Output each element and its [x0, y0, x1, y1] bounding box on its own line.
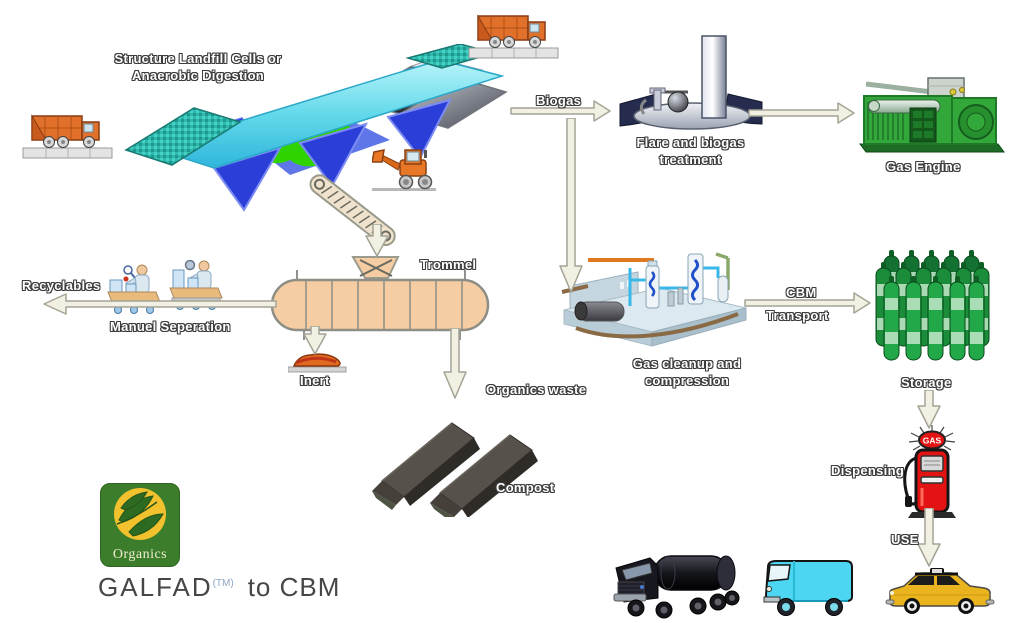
footer-brand: GALFAD	[98, 572, 213, 602]
manual-separation-label: Manuel Seperation	[110, 319, 231, 334]
use-arrow	[917, 508, 941, 567]
structure-label: Structure Landfill Cells or Anaerobic Di…	[103, 50, 293, 84]
organics-waste-arrow	[443, 328, 467, 399]
garbage-truck-icon	[468, 14, 559, 59]
biogas-label: Biogas	[536, 93, 582, 108]
organics-logo: Organics	[100, 483, 180, 567]
gas-engine-label: Gas Engine	[886, 159, 961, 174]
organics-waste-label: Organics waste	[486, 382, 587, 397]
storage-to-dispensing-arrow	[917, 390, 941, 429]
organics-leaf-icon	[114, 488, 166, 540]
gas-cleanup-label-line1: Gas cleanup and	[632, 356, 742, 371]
flare-label-line1: Flare and biogas	[636, 135, 745, 150]
structure-label-line2: Anaerobic Digestion	[131, 68, 265, 83]
inert-pile-icon	[288, 353, 347, 373]
trommel-label: Trommel	[420, 257, 477, 272]
storage-label: Storage	[901, 375, 952, 390]
landfill-structure-icon	[124, 44, 508, 212]
use-label: USE	[891, 532, 919, 547]
compost-label: Compost	[496, 480, 555, 495]
gas-pump-icon: GAS	[903, 425, 956, 518]
footer-title: GALFAD(TM) to CBM	[98, 572, 340, 603]
gas-engine-icon	[859, 77, 1005, 153]
organics-logo-text: Organics	[112, 547, 168, 562]
gas-pump-sign-text: GAS	[923, 436, 942, 446]
van-icon	[763, 560, 853, 616]
inert-label: Inert	[300, 373, 330, 388]
cbm-label: CBM	[786, 285, 817, 300]
flare-to-engine-arrow	[748, 102, 855, 124]
feed-to-hopper-arrow	[365, 224, 389, 257]
flare-label: Flare and biogas treatment	[618, 134, 763, 168]
flare-label-line2: treatment	[659, 152, 722, 167]
sorting-station-icon	[107, 264, 161, 314]
garbage-truck-icon	[22, 114, 113, 159]
gas-cleanup-label-line2: compression	[644, 373, 730, 388]
tanker-truck-icon	[613, 555, 740, 619]
transport-label: Transport	[766, 308, 829, 323]
trommel-icon	[270, 256, 490, 340]
compost-piles-icon	[372, 422, 538, 517]
gas-cylinders-icon	[875, 250, 990, 361]
gas-cleanup-label: Gas cleanup and compression	[612, 355, 762, 389]
cbm-transport-arrow	[744, 292, 871, 314]
biogas-arrow	[510, 100, 611, 122]
footer-tm: (TM)	[212, 578, 234, 589]
dispensing-label: Dispensing	[831, 463, 905, 478]
recyclables-label: Recyclables	[22, 278, 101, 293]
footer-suffix: to CBM	[247, 572, 341, 602]
biogas-to-cleanup-arrow	[559, 118, 583, 293]
structure-label-line1: Structure Landfill Cells or	[114, 51, 282, 66]
gas-burst	[908, 425, 956, 451]
flare-icon	[619, 35, 763, 130]
conveyor-icon	[309, 174, 396, 247]
wheel-loader-icon	[372, 149, 436, 191]
inert-arrow	[303, 326, 327, 355]
gas-cleanup-icon	[561, 252, 747, 347]
recyclables-arrow	[43, 293, 277, 315]
taxi-icon	[885, 568, 995, 614]
